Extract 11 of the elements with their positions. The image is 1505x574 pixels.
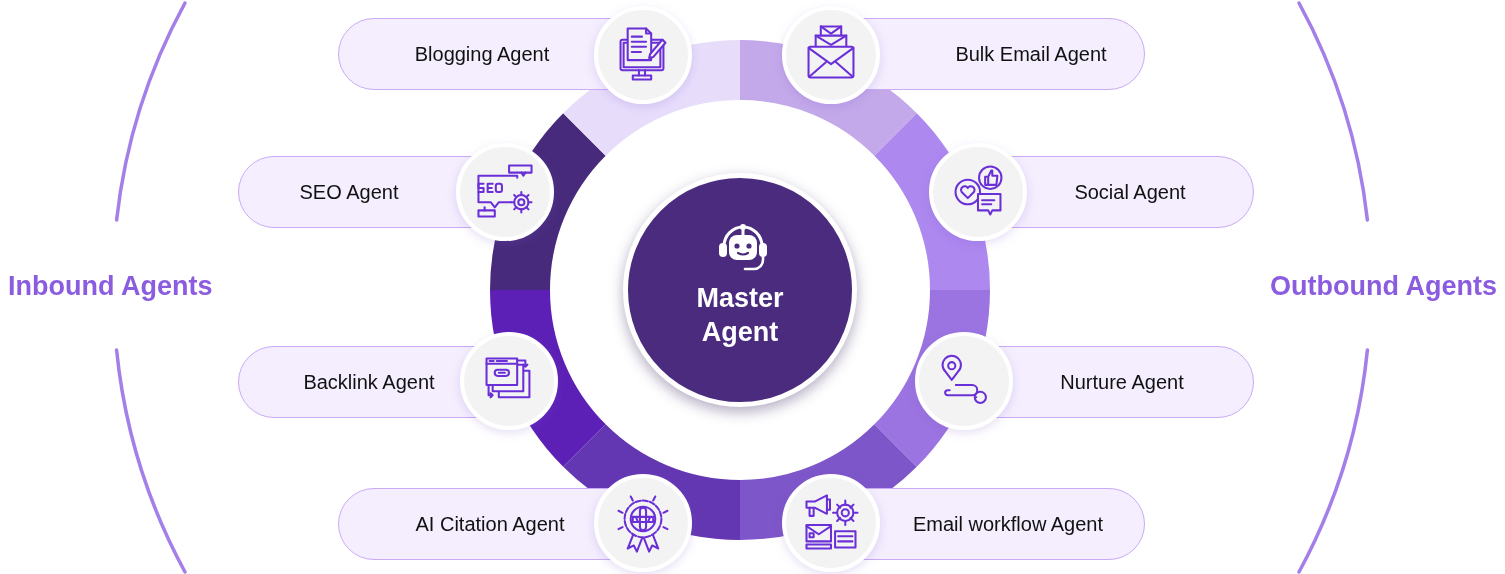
- agent-label: Backlink Agent: [303, 370, 435, 394]
- agent-label: Bulk Email Agent: [955, 42, 1107, 66]
- side-heading: Inbound Agents: [8, 270, 213, 302]
- agent-label: Blogging Agent: [414, 42, 550, 66]
- agent-label: Email workflow Agent: [912, 512, 1104, 536]
- hub-label: Master Agent: [695, 282, 785, 349]
- side-heading: Outbound Agents: [1270, 270, 1497, 302]
- agent-label: Nurture Agent: [1060, 370, 1184, 394]
- agent-label: Social Agent: [1074, 180, 1186, 204]
- agent-label: SEO Agent: [299, 180, 399, 204]
- agent-label: AI Citation Agent: [415, 512, 565, 536]
